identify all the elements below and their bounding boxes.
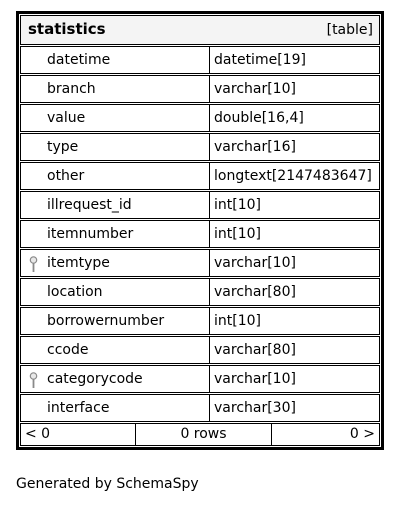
column-list: datetime datetime[19] branch varchar[10] val… [19,46,381,422]
column-row: other longtext[2147483647] [20,162,380,190]
column-type-cell: datetime[19] [210,46,380,74]
column-name-cell: type [20,133,210,161]
column-type-cell: varchar[80] [210,336,380,364]
column-name: other [47,168,85,184]
column-name-cell: borrowernumber [20,307,210,335]
column-type: varchar[10] [214,81,296,97]
table-name: statistics [28,20,106,38]
key-icon [29,256,38,272]
column-type-cell: varchar[10] [210,249,380,277]
children-count: 0 > [349,426,375,442]
column-row: borrowernumber int[10] [20,307,380,335]
column-type: int[10] [214,313,261,329]
column-type: double[16,4] [214,110,304,126]
row-count: 0 rows [180,426,227,442]
column-type: varchar[30] [214,400,296,416]
table-node-statistics: statistics [table] datetime datetime[19] b… [16,11,384,450]
children-count-cell: 0 > [272,423,380,446]
column-type: longtext[2147483647] [214,168,372,184]
column-name-cell: interface [20,394,210,422]
column-type: varchar[10] [214,371,296,387]
column-row: type varchar[16] [20,133,380,161]
column-name: illrequest_id [47,197,132,213]
column-row: illrequest_id int[10] [20,191,380,219]
column-name-cell: illrequest_id [20,191,210,219]
column-name: itemnumber [47,226,134,242]
column-name: branch [47,81,96,97]
parents-count-cell: < 0 [20,423,136,446]
column-type-cell: varchar[80] [210,278,380,306]
column-row: interface varchar[30] [20,394,380,422]
column-row: datetime datetime[19] [20,46,380,74]
column-type-cell: double[16,4] [210,104,380,132]
column-name: type [47,139,79,155]
column-name-cell: branch [20,75,210,103]
column-type: varchar[80] [214,342,296,358]
column-row: itemtype varchar[10] [20,249,380,277]
column-name: itemtype [47,255,110,271]
generated-by-label: Generated by SchemaSpy [16,476,199,492]
column-name: interface [47,400,110,416]
column-type-cell: longtext[2147483647] [210,162,380,190]
column-name: datetime [47,52,111,68]
column-name-cell: value [20,104,210,132]
column-name-cell: datetime [20,46,210,74]
column-row: itemnumber int[10] [20,220,380,248]
column-name-cell: ccode [20,336,210,364]
table-footer: < 0 0 rows 0 > [20,423,380,446]
column-type-cell: int[10] [210,307,380,335]
column-row: categorycode varchar[10] [20,365,380,393]
column-type-cell: int[10] [210,191,380,219]
column-type-cell: varchar[16] [210,133,380,161]
column-type: datetime[19] [214,52,306,68]
column-row: branch varchar[10] [20,75,380,103]
column-name: ccode [47,342,89,358]
column-row: location varchar[80] [20,278,380,306]
column-type: varchar[80] [214,284,296,300]
column-type: varchar[16] [214,139,296,155]
column-name-cell: other [20,162,210,190]
table-header: statistics [table] [20,15,380,45]
column-name: location [47,284,103,300]
row-count-cell: 0 rows [136,423,272,446]
column-type-cell: varchar[10] [210,75,380,103]
column-name: borrowernumber [47,313,165,329]
column-name-cell: location [20,278,210,306]
key-icon [29,372,38,388]
parents-count: < 0 [25,426,51,442]
column-name: value [47,110,86,126]
column-row: value double[16,4] [20,104,380,132]
column-type: int[10] [214,226,261,242]
column-type-cell: int[10] [210,220,380,248]
column-type: varchar[10] [214,255,296,271]
column-name-cell: itemnumber [20,220,210,248]
column-name-cell: categorycode [20,365,210,393]
column-name-cell: itemtype [20,249,210,277]
column-type-cell: varchar[30] [210,394,380,422]
column-name: categorycode [47,371,143,387]
column-row: ccode varchar[80] [20,336,380,364]
column-type: int[10] [214,197,261,213]
column-type-cell: varchar[10] [210,365,380,393]
table-kind: [table] [326,22,373,38]
